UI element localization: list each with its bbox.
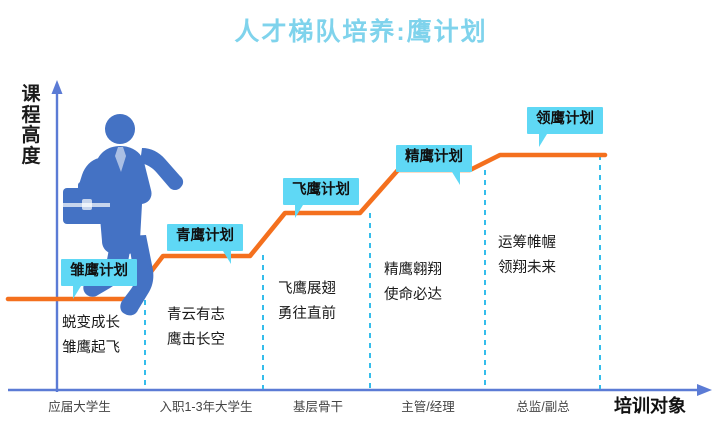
plan-callout-3[interactable]: 飞鹰计划 [283, 178, 359, 218]
x-axis-title: 培训对象 [614, 396, 686, 416]
step-desc-line-2-1: 青云有志 [167, 307, 225, 323]
step-desc-line-1-1: 蜕变成长 [62, 315, 120, 331]
plan-callout-4[interactable]: 精鹰计划 [396, 145, 472, 185]
callout-tail-icon [539, 133, 547, 147]
callout-tail-icon [295, 204, 303, 218]
step-desc-line-5-2: 领翔未来 [498, 259, 556, 276]
callout-tail-icon [452, 171, 460, 185]
x-tick-label-4: 主管/经理 [401, 400, 455, 414]
step-description-5: 运筹帷幄 领翔未来 [498, 231, 556, 281]
x-tick-label-2: 入职1-3年大学生 [159, 400, 253, 414]
step-desc-line-3-1: 飞鹰展翅 [278, 281, 336, 297]
plan-callout-label-3: 飞鹰计划 [292, 182, 350, 198]
step-description-4: 精鹰翱翔 使命必达 [384, 258, 442, 308]
x-tick-label-3: 基层骨干 [292, 400, 343, 414]
step-description-2: 青云有志 鹰击长空 [167, 303, 225, 353]
plan-callout-label-5: 领鹰计划 [536, 111, 594, 127]
x-tick-label-5: 总监/副总 [516, 400, 570, 414]
step-desc-line-4-2: 使命必达 [384, 286, 442, 303]
plan-callout-label-1: 雏鹰计划 [70, 263, 128, 279]
plan-callout-2[interactable]: 青鹰计划 [167, 224, 243, 264]
y-axis-arrow-icon [51, 80, 63, 94]
plan-callout-5[interactable]: 领鹰计划 [527, 107, 603, 147]
plan-callout-label-2: 青鹰计划 [176, 228, 234, 244]
callout-tail-icon [223, 250, 231, 264]
tier-dividers [144, 155, 601, 389]
y-axis-label-char-2: 高 [21, 125, 41, 147]
x-tick-label-1: 应届大学生 [48, 400, 111, 414]
step-desc-line-5-1: 运筹帷幄 [498, 235, 556, 251]
page-title: 人才梯队培养:鹰计划 [234, 18, 488, 46]
step-desc-line-4-1: 精鹰翱翔 [384, 262, 442, 278]
y-axis-label-char-0: 课 [21, 84, 41, 105]
plan-callout-1[interactable]: 雏鹰计划 [61, 259, 137, 299]
y-axis-label-char-3: 度 [21, 145, 41, 167]
step-description-3: 飞鹰展翅 勇往直前 [278, 277, 336, 327]
step-desc-line-2-2: 鹰击长空 [167, 331, 225, 348]
step-desc-line-1-2: 雏鹰起飞 [62, 339, 120, 356]
y-axis-label: 课 程 高 度 [18, 84, 44, 167]
callout-tail-icon [73, 285, 81, 299]
step-description-1: 蜕变成长 雏鹰起飞 [62, 311, 120, 361]
y-axis-label-char-1: 程 [21, 104, 41, 126]
plan-callout-label-4: 精鹰计划 [405, 149, 463, 165]
x-axis-arrow-icon [697, 384, 712, 396]
step-desc-line-3-2: 勇往直前 [278, 305, 336, 322]
